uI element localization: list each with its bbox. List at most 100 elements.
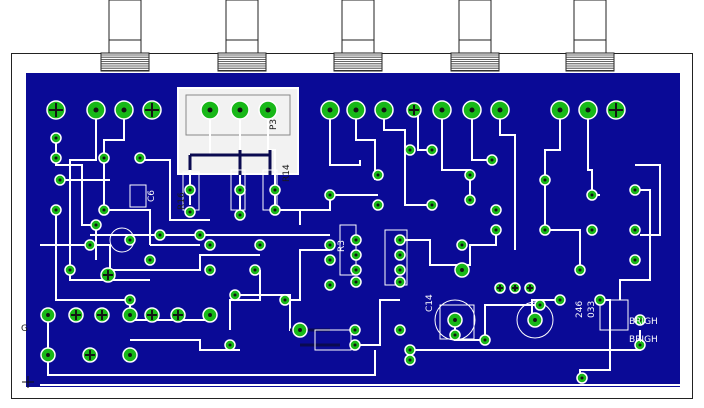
pad bbox=[350, 264, 362, 276]
pad-drill bbox=[273, 208, 277, 212]
pad bbox=[142, 100, 162, 120]
pad-drill bbox=[408, 358, 412, 362]
pad bbox=[404, 344, 416, 356]
pad bbox=[170, 307, 186, 323]
trace bbox=[544, 110, 561, 230]
pad-drill bbox=[354, 280, 358, 284]
pad bbox=[394, 249, 406, 261]
pad bbox=[82, 347, 98, 363]
pad-drill bbox=[590, 193, 594, 197]
label-g: G bbox=[21, 324, 28, 334]
pad bbox=[68, 307, 84, 323]
pad bbox=[576, 372, 588, 384]
pad bbox=[374, 100, 394, 120]
pad-drill bbox=[490, 158, 494, 162]
pad-drill bbox=[354, 268, 358, 272]
pad-drill bbox=[46, 353, 50, 357]
capacitor-outline bbox=[516, 301, 554, 339]
pad-drill bbox=[408, 148, 412, 152]
pad-drill bbox=[88, 243, 92, 247]
pad bbox=[394, 264, 406, 276]
trace bbox=[69, 110, 150, 281]
pad bbox=[594, 294, 606, 306]
trace bbox=[383, 110, 430, 206]
pad-drill bbox=[439, 107, 445, 113]
trace bbox=[329, 110, 361, 166]
pot-bushing bbox=[333, 52, 383, 72]
pad bbox=[404, 144, 416, 156]
pad bbox=[456, 239, 468, 251]
pad-drill bbox=[354, 238, 358, 242]
pad-drill bbox=[328, 283, 332, 287]
pad-drill bbox=[258, 243, 262, 247]
pad bbox=[154, 229, 166, 241]
pad bbox=[539, 174, 551, 186]
pad bbox=[234, 184, 246, 196]
pad-drill bbox=[468, 173, 472, 177]
pad bbox=[554, 294, 566, 306]
pad bbox=[94, 307, 110, 323]
pad bbox=[464, 194, 476, 206]
pot-shaft bbox=[225, 0, 259, 54]
label-p3: P3 bbox=[269, 119, 279, 130]
pad bbox=[509, 282, 521, 294]
pad bbox=[84, 239, 96, 251]
pad-drill bbox=[328, 243, 332, 247]
pad bbox=[394, 324, 406, 336]
pad bbox=[586, 224, 598, 236]
pad-drill bbox=[398, 253, 402, 257]
trace bbox=[140, 159, 210, 221]
label-bright-2: BRIGH bbox=[629, 335, 658, 345]
pad bbox=[64, 264, 76, 276]
pad-drill bbox=[633, 228, 637, 232]
pad bbox=[54, 174, 66, 186]
pad bbox=[184, 206, 196, 218]
pad-drill bbox=[128, 353, 132, 357]
pad-drill bbox=[468, 198, 472, 202]
pad-drill bbox=[327, 107, 333, 113]
pad bbox=[426, 199, 438, 211]
pad bbox=[524, 282, 536, 294]
pad-drill bbox=[398, 268, 402, 272]
pad bbox=[490, 224, 502, 236]
pad-drill bbox=[558, 298, 562, 302]
pad bbox=[449, 329, 461, 341]
pad-drill bbox=[598, 298, 602, 302]
pad-drill bbox=[469, 107, 475, 113]
pad bbox=[372, 169, 384, 181]
pad-drill bbox=[580, 376, 584, 380]
pad bbox=[324, 239, 336, 251]
pads bbox=[40, 100, 646, 384]
pad-drill bbox=[283, 298, 287, 302]
trace bbox=[499, 110, 516, 250]
pad-drill bbox=[543, 178, 547, 182]
pad bbox=[98, 152, 110, 164]
pad-drill bbox=[94, 223, 98, 227]
pad bbox=[202, 307, 218, 323]
pad bbox=[204, 239, 216, 251]
pad bbox=[98, 204, 110, 216]
trace bbox=[355, 110, 376, 180]
pad-drill bbox=[102, 156, 106, 160]
pad-drill bbox=[233, 293, 237, 297]
pad bbox=[194, 229, 206, 241]
pad bbox=[230, 100, 250, 120]
pot-body-outline bbox=[185, 94, 291, 136]
pad-drill bbox=[328, 193, 332, 197]
pad-drill bbox=[207, 107, 213, 113]
pad-drill bbox=[54, 208, 58, 212]
trace bbox=[400, 230, 497, 266]
pad bbox=[40, 307, 56, 323]
component-outline bbox=[129, 184, 147, 208]
pad bbox=[200, 100, 220, 120]
pad-drill bbox=[158, 233, 162, 237]
pad-drill bbox=[398, 328, 402, 332]
pad bbox=[586, 189, 598, 201]
pad-drill bbox=[578, 268, 582, 272]
pad bbox=[490, 204, 502, 216]
pad bbox=[292, 322, 308, 338]
pad bbox=[124, 234, 136, 246]
pad-drill bbox=[128, 298, 132, 302]
pad bbox=[629, 254, 641, 266]
